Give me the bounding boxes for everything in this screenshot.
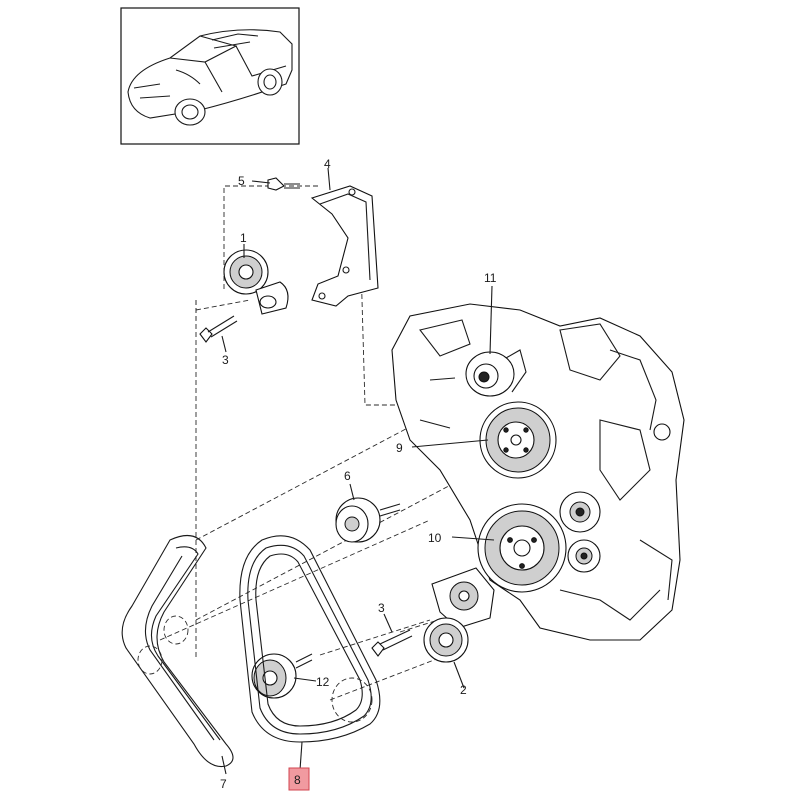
callout-7[interactable]: 7: [220, 777, 227, 791]
callout-11[interactable]: 11: [484, 271, 497, 285]
callout-labels: 5 4 1 3 11 9 6 10 3 2 12 7 8: [220, 157, 497, 791]
part-2-tensioner-assembly[interactable]: [423, 567, 495, 663]
part-12-pulley[interactable]: [251, 653, 313, 699]
callout-3-upper[interactable]: 3: [222, 353, 229, 367]
vehicle-thumbnail: [120, 7, 300, 145]
callout-12[interactable]: 12: [316, 675, 330, 689]
suv-drawing: [127, 29, 293, 126]
callout-10[interactable]: 10: [428, 531, 442, 545]
part-3-bolt-upper[interactable]: [199, 315, 238, 343]
engine-small-pulley: [567, 539, 601, 573]
callout-1[interactable]: 1: [240, 231, 247, 245]
callout-2[interactable]: 2: [460, 683, 467, 697]
part-6-idler-pulley[interactable]: [335, 497, 401, 543]
part-1-tensioner[interactable]: [223, 249, 289, 315]
leader-lines: [221, 167, 495, 775]
callout-9[interactable]: 9: [396, 441, 403, 455]
part-10-crank-pulley[interactable]: [477, 503, 567, 593]
part-7-drive-belt[interactable]: [121, 534, 234, 768]
callout-8[interactable]: 8: [294, 773, 301, 787]
part-8-drive-belt[interactable]: [239, 535, 381, 743]
callout-5[interactable]: 5: [238, 174, 245, 188]
part-3-bolt-lower[interactable]: [371, 629, 413, 657]
callout-4[interactable]: 4: [324, 157, 331, 171]
callout-6[interactable]: 6: [344, 469, 351, 483]
part-9-pulley[interactable]: [479, 401, 557, 479]
engine-idler-pulley: [559, 491, 601, 533]
callout-8-highlight: [288, 767, 310, 791]
part-11-pulley[interactable]: [465, 349, 527, 397]
part-5-bolt[interactable]: [267, 177, 300, 191]
callout-3-lower[interactable]: 3: [378, 601, 385, 615]
part-4-bracket[interactable]: [310, 185, 379, 307]
